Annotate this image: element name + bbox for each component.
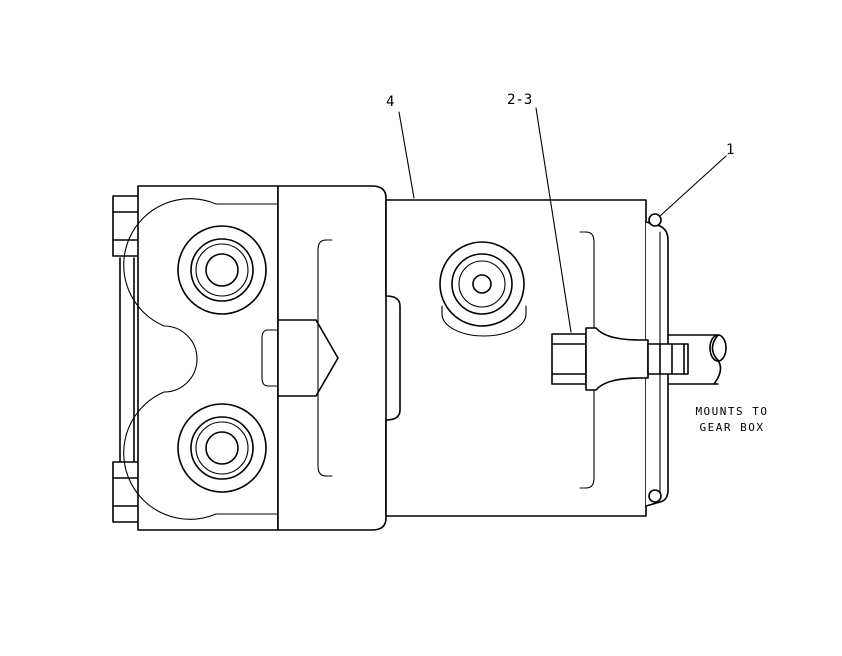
callout-2-3: 2-3 [507, 92, 532, 108]
callout-1: 1 [726, 142, 734, 158]
lower-port [177, 403, 267, 493]
upper-port [177, 225, 267, 315]
centre-plug [439, 241, 527, 337]
bolt-assembly [551, 327, 689, 391]
middle-block [261, 185, 387, 531]
left-housing [123, 185, 279, 531]
bottom-hex-bolt [112, 461, 140, 523]
shaft [667, 334, 727, 385]
callout-4: 4 [386, 94, 394, 110]
note-line-2: GEAR BOX [700, 421, 765, 434]
note-line-1: MOUNTS TO [695, 405, 768, 418]
end-rail [119, 257, 135, 463]
leader-lines [398, 107, 727, 333]
